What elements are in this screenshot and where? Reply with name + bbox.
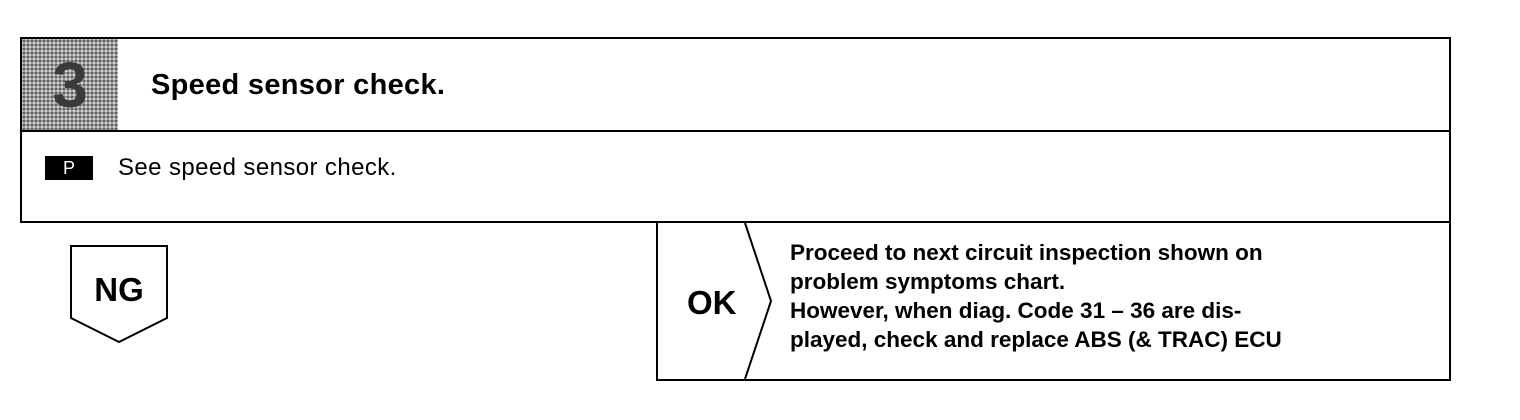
ng-pentagon-shape <box>70 245 168 344</box>
step-instruction: See speed sensor check. <box>118 154 397 181</box>
step-number: 3 <box>22 39 118 130</box>
ok-action-text: Proceed to next circuit inspection shown… <box>790 238 1440 354</box>
procedure-badge: P <box>45 156 93 180</box>
ok-label: OK <box>687 284 737 321</box>
ng-label: NG <box>94 271 144 308</box>
ok-text-line: However, when diag. Code 31 – 36 are dis… <box>790 298 1242 323</box>
ok-text-line: problem symptoms chart. <box>790 269 1066 294</box>
ok-result-box: OK Proceed to next circuit inspection sh… <box>656 223 1451 381</box>
chevron-right-icon <box>744 223 773 379</box>
step-title: Speed sensor check. <box>151 69 446 101</box>
step-body: P See speed sensor check. <box>22 132 1449 221</box>
step-header: 3 Speed sensor check. <box>22 39 1449 132</box>
ok-text-line: played, check and replace ABS (& TRAC) E… <box>790 327 1282 352</box>
ok-text-line: Proceed to next circuit inspection shown… <box>790 240 1263 265</box>
step-box: 3 Speed sensor check. P See speed sensor… <box>20 37 1451 223</box>
